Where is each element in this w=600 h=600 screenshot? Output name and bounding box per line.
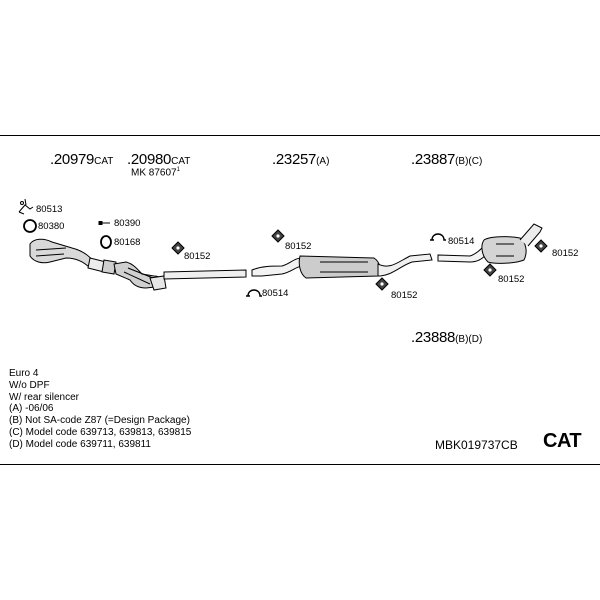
label-80390: 80390	[114, 218, 141, 229]
label-80152-1: 80152	[184, 251, 211, 262]
part-number: .23257	[272, 151, 317, 168]
part-suffix: CAT	[171, 156, 191, 167]
note-line: W/o DPF	[9, 379, 50, 391]
part-20979[interactable]: .20979CAT	[50, 151, 113, 169]
part-number: .20980	[127, 151, 172, 168]
gasket-ring-icon[interactable]	[23, 219, 37, 233]
part-suffix: (B)(C)	[455, 156, 483, 167]
system-code: MBK019737CB	[435, 438, 518, 452]
bracket-icon[interactable]	[18, 198, 34, 215]
note-line: (B) Not SA-code Z87 (=Design Package)	[9, 415, 190, 427]
note-line: W/ rear silencer	[9, 391, 80, 403]
label-80513: 80513	[36, 204, 63, 215]
label-80514-1: 80514	[262, 288, 289, 299]
main-catalytic-converter[interactable]	[113, 261, 167, 291]
part-number: .23887	[411, 151, 456, 168]
system-type: CAT	[543, 430, 582, 452]
intermediate-pipe[interactable]	[251, 257, 305, 277]
note-line: (A) -06/06	[9, 403, 54, 415]
label-80152-2: 80152	[285, 241, 312, 252]
label-80168: 80168	[114, 237, 141, 248]
center-pipe[interactable]	[377, 253, 433, 277]
part-number: .20979	[50, 151, 95, 168]
part-23888[interactable]: .23888(B)(D)	[411, 329, 482, 347]
flange-connector[interactable]	[101, 259, 117, 275]
part-suffix: (A)	[316, 156, 330, 167]
front-pipe[interactable]	[163, 269, 247, 280]
top-border	[0, 135, 600, 136]
part-suffix: CAT	[94, 156, 114, 167]
label-80152-3: 80152	[391, 290, 418, 301]
part-suffix: (B)(D)	[455, 334, 483, 345]
middle-silencer[interactable]	[298, 255, 381, 279]
part-number: .23888	[411, 329, 456, 346]
label-80380: 80380	[38, 221, 65, 232]
clamp-icon[interactable]	[246, 233, 446, 297]
bottom-border	[0, 464, 600, 465]
part-23257[interactable]: .23257(A)	[272, 151, 329, 169]
note-line: (C) Model code 639713, 639813, 639815	[9, 426, 192, 438]
rear-silencer[interactable]	[481, 223, 543, 264]
label-80514-2: 80514	[448, 236, 475, 247]
label-80152-4: 80152	[498, 274, 525, 285]
part-20980-sub: MK 876071	[131, 167, 180, 178]
part-20980[interactable]: .20980CAT	[127, 151, 190, 169]
gasket-icon[interactable]	[100, 235, 112, 249]
notes-list: Euro 4 W/o DPF W/ rear silencer (A) -06/…	[9, 368, 191, 451]
stud-icon[interactable]	[98, 221, 110, 225]
label-80152-5: 80152	[552, 248, 579, 259]
rear-pipe[interactable]	[437, 245, 489, 263]
note-line: (D) Model code 639711, 639811	[9, 438, 151, 450]
mounting-kit-mark: 1	[176, 167, 180, 173]
part-23887[interactable]: .23887(B)(C)	[411, 151, 482, 169]
note-line: Euro 4	[9, 368, 39, 379]
mounting-kit-label: MK 87607	[131, 167, 177, 179]
front-catalytic-converter[interactable]	[29, 238, 107, 273]
